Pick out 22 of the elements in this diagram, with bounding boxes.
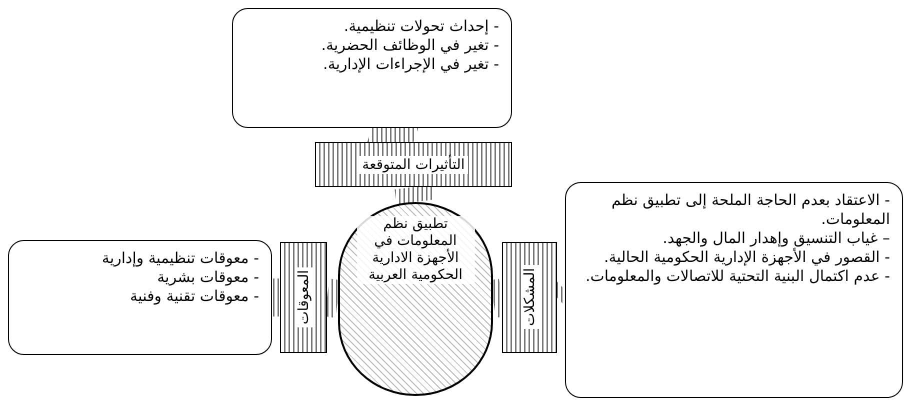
bullet-item: - معوقات تقنية وفنية (129, 287, 259, 306)
connector-neck (272, 278, 280, 316)
connector-neck (394, 184, 434, 204)
hatched-band (502, 242, 557, 353)
band-label: التأثيرات المتوقعة (359, 156, 468, 174)
bullet-item: – غياب التنسيق وإهدار المال والجهد. (662, 229, 890, 248)
bullet-item: - الاعتقاد بعدم الحاجة الملحة إلى تطبيق نظم المعلومات. (610, 191, 890, 229)
bullet-item: - إحداث تحولات تنظيمية. (342, 17, 499, 36)
band-label: المعوقات (294, 267, 312, 328)
band-label: المشكلات (520, 265, 538, 330)
bullet-item: - عدم اكتمال البنية التحتية للاتصالات والمعلومات. (584, 267, 890, 286)
bullet-item: - تغير في الوظائف الحضرية. (320, 36, 499, 55)
text-box (8, 240, 272, 355)
hatched-band (280, 242, 327, 353)
bullet-item: - معوقات بشرية (156, 268, 259, 287)
bullet-item: - تغير في الإجراءات الإدارية. (322, 55, 499, 74)
text-box (232, 8, 512, 128)
bullet-item: - معوقات تنظيمية وإدارية (100, 249, 259, 268)
hatched-band (315, 142, 512, 187)
bullet-item: - القصور في الأجهزة الإدارية الحكومية الحالية. (602, 248, 890, 267)
text-box (565, 182, 903, 398)
center-label: تطبيق نظم المعلومات في الأجهزة الادارية الحكومية العربية (356, 216, 474, 284)
